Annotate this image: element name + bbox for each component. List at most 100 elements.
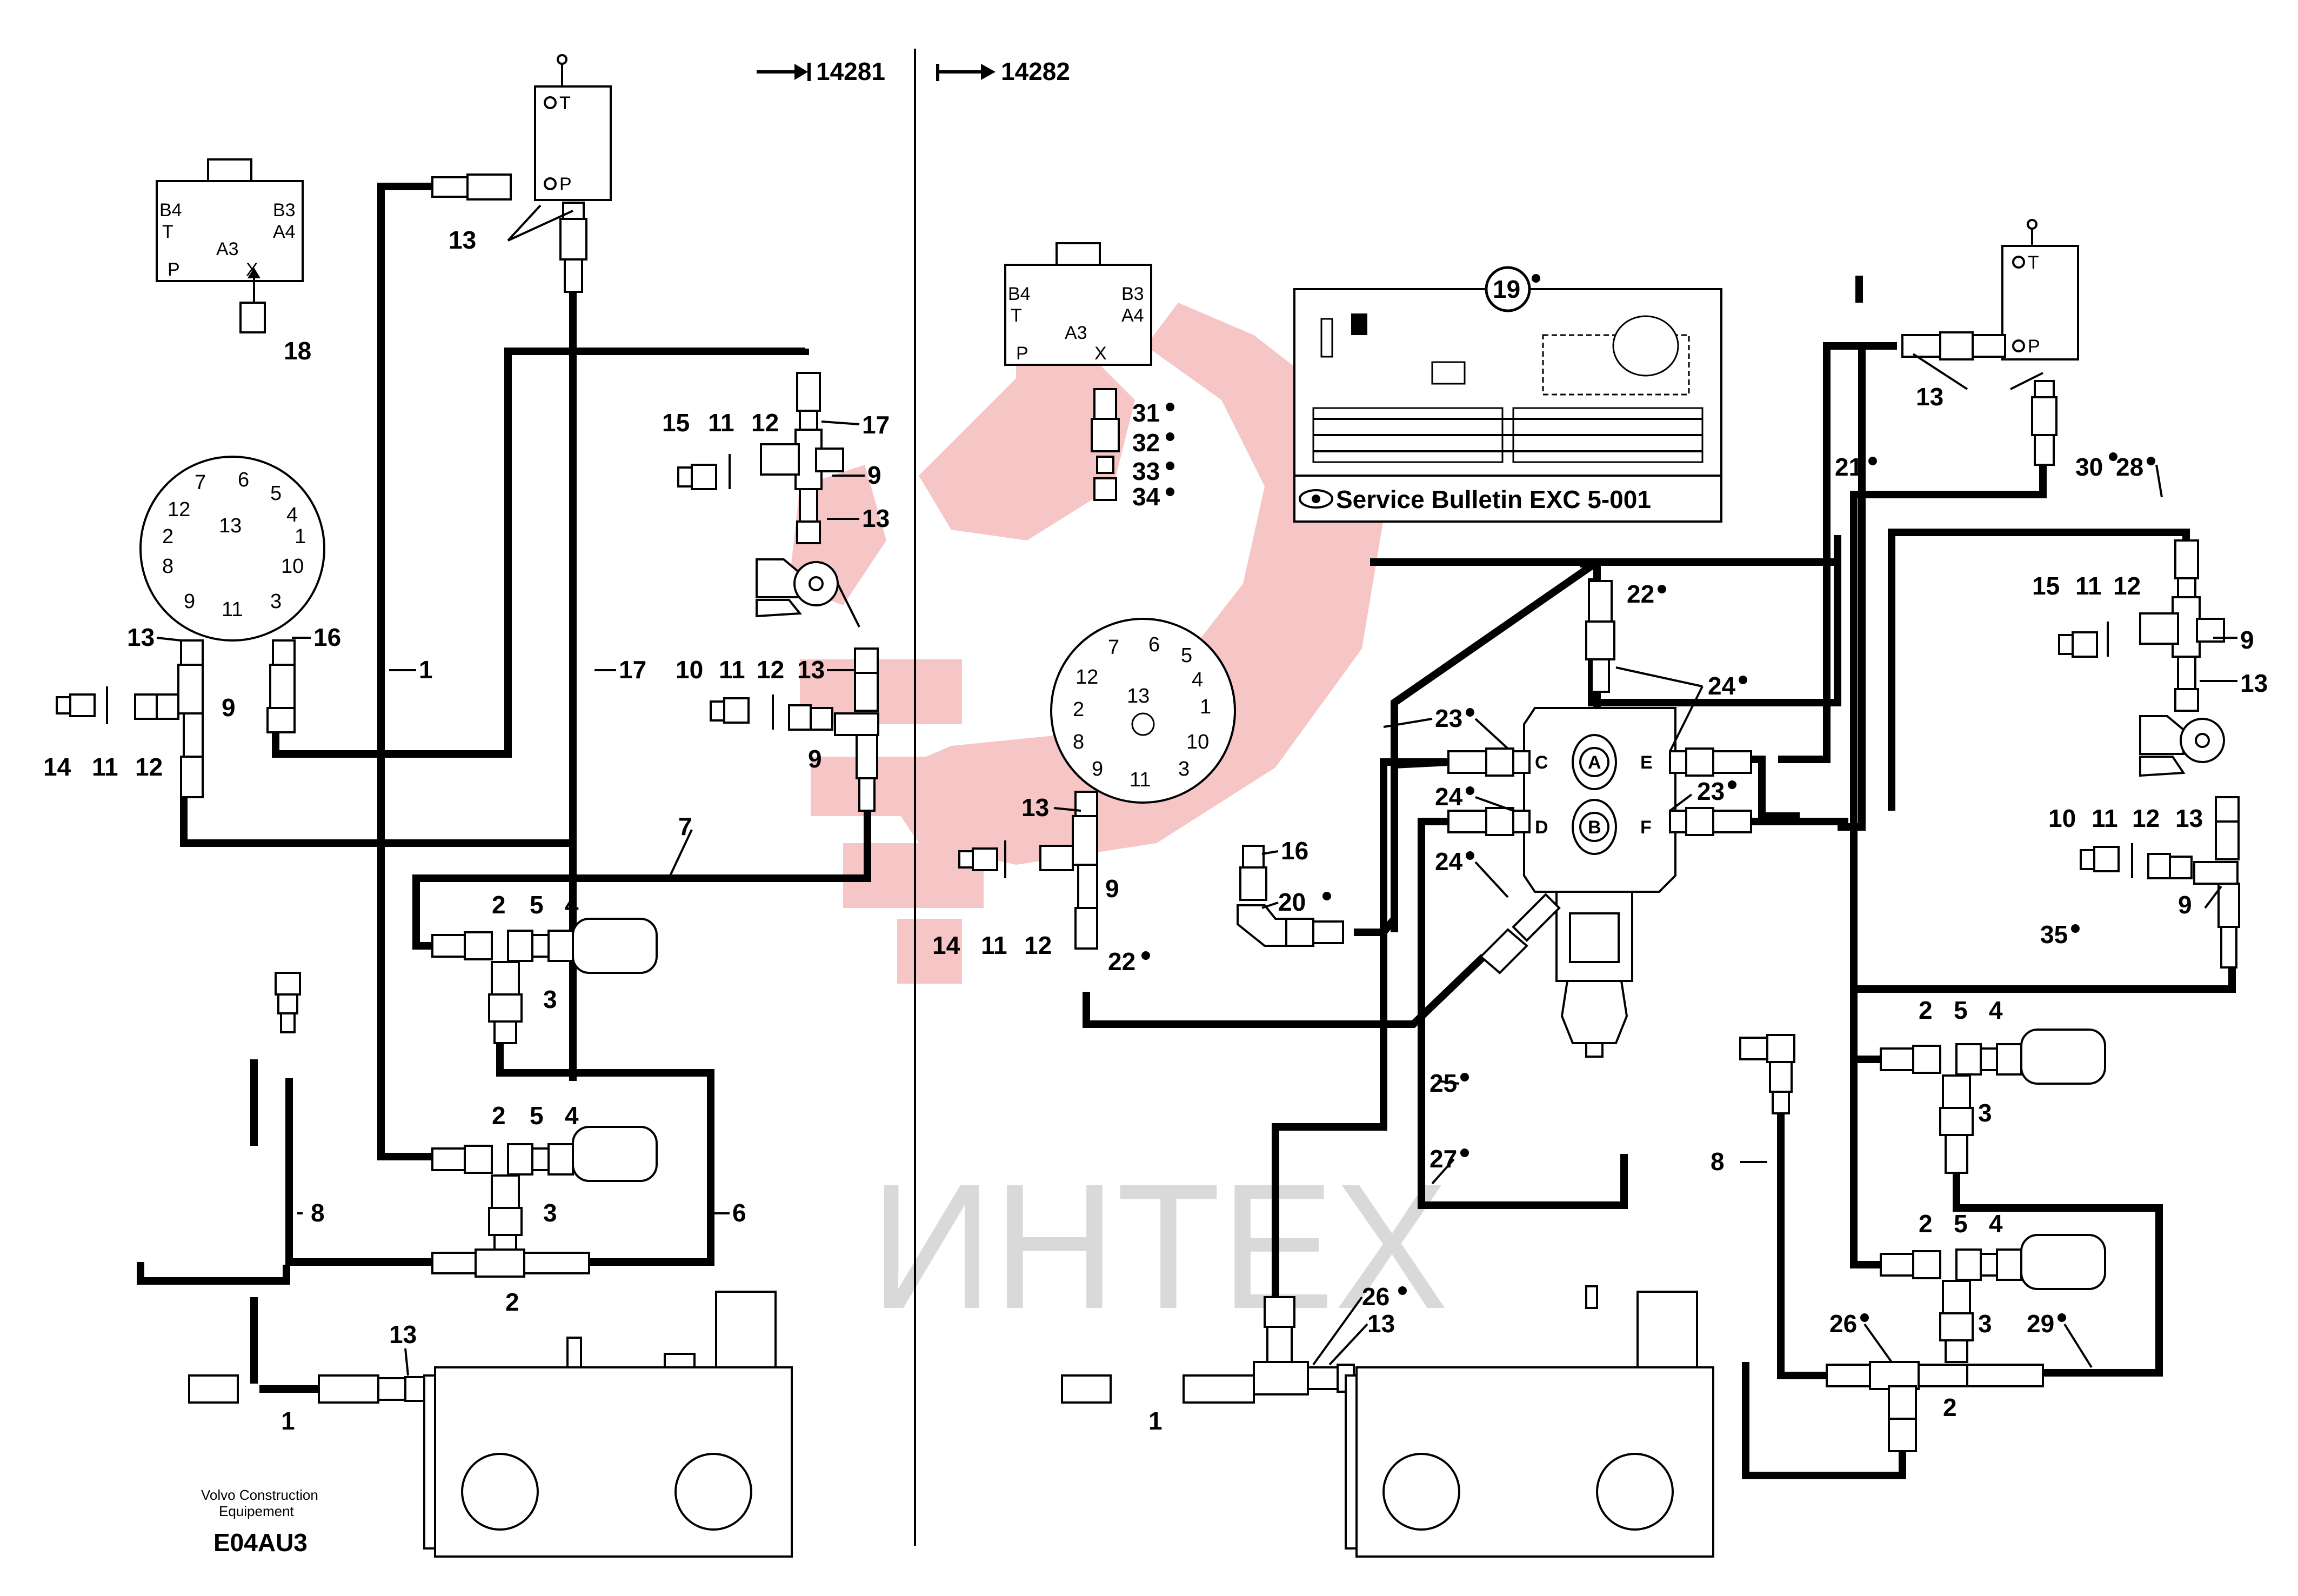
svg-text:6: 6 bbox=[1148, 633, 1160, 656]
svg-text:24: 24 bbox=[1435, 847, 1463, 876]
svg-text:4: 4 bbox=[1989, 1210, 2003, 1238]
svg-text:13: 13 bbox=[797, 656, 825, 684]
svg-text:11: 11 bbox=[92, 753, 118, 781]
svg-text:9: 9 bbox=[184, 590, 195, 613]
svg-text:3: 3 bbox=[543, 985, 557, 1013]
svg-text:18: 18 bbox=[284, 337, 311, 365]
svg-text:14: 14 bbox=[932, 931, 960, 959]
svg-text:7: 7 bbox=[195, 471, 206, 494]
svg-text:13: 13 bbox=[1367, 1310, 1395, 1338]
svg-text:13: 13 bbox=[2240, 669, 2268, 697]
service-bulletin-badge: 19 bbox=[1493, 275, 1520, 303]
svg-text:T: T bbox=[559, 93, 571, 113]
svg-text:A: A bbox=[1588, 752, 1601, 773]
eye-icon bbox=[1299, 489, 1333, 509]
svg-text:11: 11 bbox=[2092, 804, 2118, 832]
pipes-left bbox=[137, 183, 871, 1393]
svg-text:3: 3 bbox=[1178, 758, 1190, 780]
svg-text:B4: B4 bbox=[1008, 284, 1031, 304]
pilot-block-left: B4 T A3 B3 A4 P X bbox=[156, 158, 304, 333]
svg-text:33: 33 bbox=[1132, 457, 1160, 485]
svg-text:12: 12 bbox=[135, 753, 163, 781]
svg-text:9: 9 bbox=[867, 461, 881, 489]
svg-text:13: 13 bbox=[1916, 383, 1943, 411]
service-bulletin-text: Service Bulletin EXC 5-001 bbox=[1336, 485, 1651, 513]
svg-text:5: 5 bbox=[1181, 644, 1192, 667]
svg-text:T: T bbox=[162, 222, 173, 242]
svg-text:16: 16 bbox=[1281, 837, 1308, 865]
svg-text:1: 1 bbox=[295, 525, 306, 548]
svg-text:B3: B3 bbox=[273, 200, 296, 221]
selector-dial-left: 6 5 7 12 4 2 13 1 8 10 9 11 3 bbox=[139, 456, 325, 642]
svg-text:26: 26 bbox=[1829, 1310, 1857, 1338]
svg-text:13: 13 bbox=[219, 515, 242, 537]
svg-text:B4: B4 bbox=[159, 200, 182, 221]
svg-text:11: 11 bbox=[981, 931, 1007, 959]
left-reference-number: 14281 bbox=[816, 57, 885, 85]
svg-text:12: 12 bbox=[751, 409, 779, 437]
svg-text:P: P bbox=[2028, 336, 2040, 357]
svg-text:5: 5 bbox=[1954, 1210, 1968, 1238]
svg-text:20: 20 bbox=[1278, 888, 1306, 916]
left-reference: 14281 bbox=[757, 57, 885, 85]
svg-text:4: 4 bbox=[565, 891, 579, 919]
svg-text:6: 6 bbox=[238, 469, 249, 491]
svg-text:5: 5 bbox=[270, 482, 282, 505]
svg-text:11: 11 bbox=[2075, 572, 2102, 600]
svg-text:8: 8 bbox=[1711, 1147, 1725, 1176]
svg-text:3: 3 bbox=[270, 590, 282, 613]
svg-text:C: C bbox=[1535, 752, 1548, 773]
svg-text:8: 8 bbox=[311, 1199, 325, 1227]
svg-text:24: 24 bbox=[1708, 672, 1736, 700]
svg-text:E: E bbox=[1640, 752, 1653, 773]
svg-text:3: 3 bbox=[1978, 1099, 1992, 1127]
svg-text:12: 12 bbox=[2132, 804, 2160, 832]
svg-text:23: 23 bbox=[1697, 777, 1725, 805]
svg-text:22: 22 bbox=[1108, 947, 1135, 976]
svg-text:26: 26 bbox=[1362, 1283, 1390, 1311]
svg-text:24: 24 bbox=[1435, 783, 1463, 811]
svg-text:2: 2 bbox=[1943, 1393, 1957, 1421]
right-reference-number: 14282 bbox=[1001, 57, 1070, 85]
svg-text:9: 9 bbox=[1092, 758, 1103, 780]
labels-right: 31 32 33 34 13 21 30 28 22 24 23 24 23 2… bbox=[932, 353, 2268, 1435]
svg-text:9: 9 bbox=[2240, 626, 2254, 654]
svg-text:27: 27 bbox=[1429, 1145, 1457, 1173]
svg-text:6: 6 bbox=[732, 1199, 746, 1227]
control-valve-body: A B C D E F bbox=[1523, 707, 1676, 1058]
watermark-text: ИНТЕХ bbox=[870, 1146, 1448, 1346]
svg-text:B3: B3 bbox=[1121, 284, 1144, 304]
svg-text:3: 3 bbox=[543, 1199, 557, 1227]
svg-text:4: 4 bbox=[1989, 996, 2003, 1024]
svg-text:A3: A3 bbox=[1065, 323, 1087, 343]
svg-text:35: 35 bbox=[2040, 920, 2068, 949]
svg-text:17: 17 bbox=[862, 411, 890, 439]
svg-text:21: 21 bbox=[1835, 453, 1862, 481]
svg-text:22: 22 bbox=[1627, 580, 1654, 608]
svg-text:12: 12 bbox=[168, 498, 190, 521]
svg-text:13: 13 bbox=[862, 504, 890, 532]
svg-text:B: B bbox=[1588, 817, 1601, 838]
svg-text:2: 2 bbox=[1919, 1210, 1933, 1238]
svg-text:5: 5 bbox=[530, 891, 544, 919]
svg-text:12: 12 bbox=[2113, 572, 2141, 600]
svg-text:2: 2 bbox=[505, 1288, 519, 1316]
svg-text:32: 32 bbox=[1132, 429, 1160, 457]
svg-text:7: 7 bbox=[1108, 636, 1119, 659]
svg-text:8: 8 bbox=[1073, 731, 1084, 753]
svg-text:2: 2 bbox=[492, 891, 506, 919]
svg-text:T: T bbox=[1011, 305, 1022, 326]
svg-text:29: 29 bbox=[2027, 1310, 2054, 1338]
svg-text:D: D bbox=[1535, 817, 1548, 838]
svg-text:A3: A3 bbox=[216, 239, 239, 259]
svg-text:4: 4 bbox=[565, 1101, 579, 1130]
svg-text:11: 11 bbox=[719, 656, 745, 684]
fittings-right bbox=[958, 331, 2240, 1558]
svg-text:13: 13 bbox=[1021, 793, 1049, 822]
svg-text:8: 8 bbox=[162, 555, 173, 578]
svg-text:P: P bbox=[1016, 343, 1028, 364]
svg-text:12: 12 bbox=[757, 656, 784, 684]
svg-text:5: 5 bbox=[1954, 996, 1968, 1024]
svg-text:31: 31 bbox=[1132, 399, 1160, 427]
svg-text:A4: A4 bbox=[1121, 305, 1144, 326]
